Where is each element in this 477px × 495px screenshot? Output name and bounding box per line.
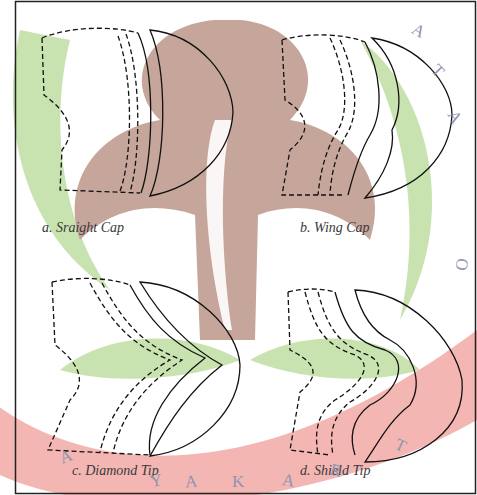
shield-tip-pattern (288, 289, 462, 462)
watermark-tree (75, 20, 375, 340)
watermark-letter: O (451, 257, 472, 272)
watermark-letter: A (408, 20, 428, 42)
watermark-letter: A (184, 472, 198, 492)
watermark-leaf (360, 40, 432, 320)
figure-frame (16, 2, 476, 494)
wing-cap-pattern (282, 35, 452, 198)
watermark-stem (206, 120, 232, 330)
figure-caption: c. Diamond Tip (72, 463, 159, 478)
watermark-leaf (250, 339, 420, 379)
figure-caption: b. Wing Cap (300, 220, 370, 235)
watermark-logo (0, 20, 477, 495)
straight-cap-pattern (42, 28, 233, 196)
diamond-tip-pattern (48, 278, 240, 456)
watermark-letter: A (443, 107, 465, 127)
watermark-letter: A (281, 471, 296, 491)
watermark-letter: K (232, 473, 244, 492)
figure-caption: a. Sraight Cap (42, 220, 124, 235)
watermark-letter: T (427, 61, 448, 82)
